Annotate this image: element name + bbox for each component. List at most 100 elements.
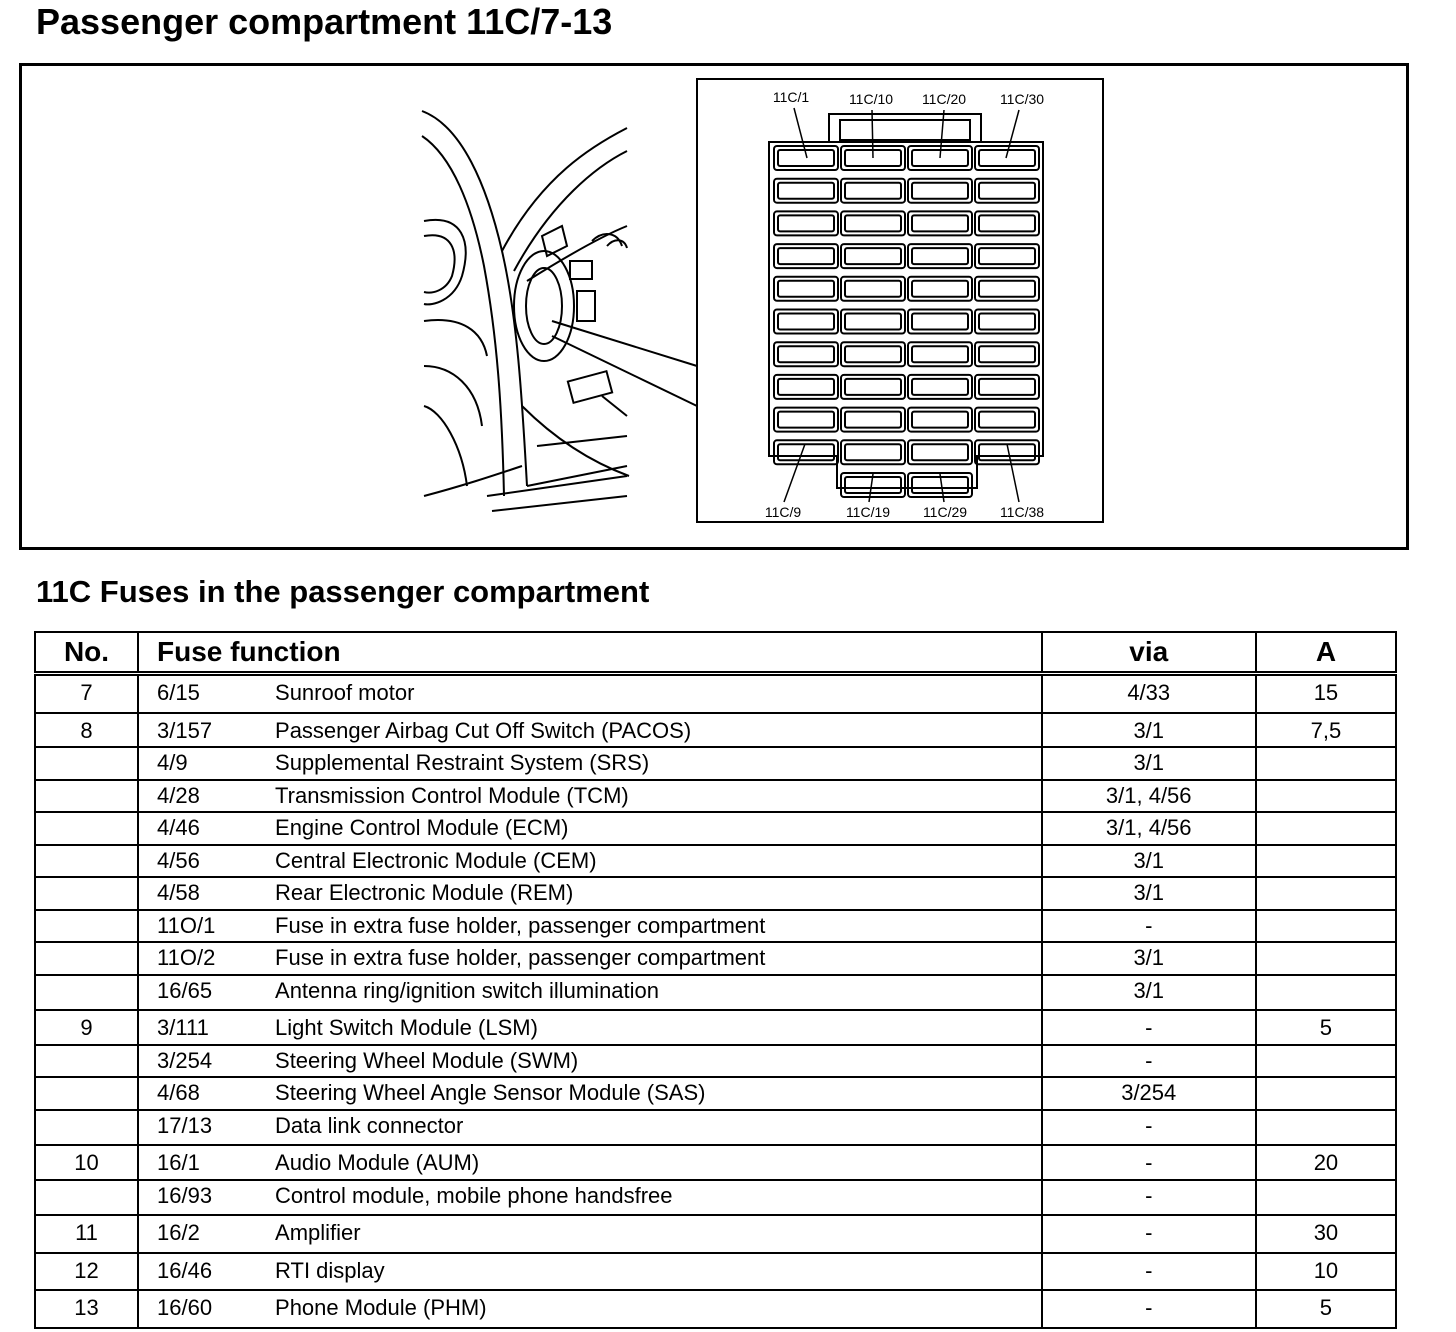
fuse-slot (907, 243, 973, 270)
via-value: - (1145, 912, 1153, 938)
label-11c-19: 11C/19 (846, 504, 890, 520)
fuse-slot (773, 373, 839, 400)
component-ref: 16/65 (157, 977, 213, 1003)
cell-via: 3/1 (1040, 712, 1257, 748)
component-ref: 16/93 (157, 1182, 213, 1208)
table-row: 16/65 Antenna ring/ignition switch illumi… (33, 974, 1398, 1011)
component-ref: 3/111 (157, 1015, 209, 1040)
fuse-slot (773, 275, 839, 302)
fuse-slot-inner (844, 247, 902, 266)
fuse-slot-inner (844, 443, 902, 462)
cell-amperage (1254, 1044, 1398, 1078)
fuse-slot (840, 210, 906, 237)
cell-via: 3/1, 4/56 (1040, 779, 1257, 813)
via-value: - (1145, 1257, 1153, 1283)
fuse-slot (773, 145, 839, 171)
cell-fuse-number (33, 779, 140, 813)
fuse-slot (974, 243, 1040, 270)
cell-amperage: 5 (1254, 1010, 1398, 1046)
header-fuse-function: Fuse function (137, 631, 1043, 676)
fuse-slot (907, 275, 973, 302)
fuse-slot (907, 439, 973, 466)
fuse-slot (974, 373, 1040, 400)
cell-fuse-function: 16/65 Antenna ring/ignition switch illumi… (137, 974, 1043, 1011)
cell-via: 3/1 (1040, 747, 1257, 781)
cell-amperage (1254, 779, 1398, 813)
via-value: - (1145, 1112, 1153, 1138)
fuse-slot-inner (978, 247, 1036, 266)
fuse-slot-inner (777, 247, 835, 266)
fuse-slot (773, 341, 839, 368)
cell-fuse-number: 9 (33, 1010, 140, 1046)
component-description: Engine Control Module (ECM) (275, 815, 569, 840)
label-leader-lines (783, 107, 1020, 503)
fuse-slot (840, 472, 906, 498)
fuse-slot-inner (777, 443, 835, 462)
via-value: 3/1 (1133, 945, 1165, 970)
car-interior-illustration (421, 110, 698, 512)
via-value: 3/1 (1133, 880, 1165, 905)
via-value: 3/1, 4/56 (1105, 782, 1192, 808)
section-title: 11C Fuses in the passenger compartment (36, 574, 650, 609)
component-description: Light Switch Module (LSM) (275, 1015, 538, 1040)
fuse-slot (773, 243, 839, 270)
cell-amperage (1254, 909, 1398, 943)
component-description: Data link connector (275, 1112, 464, 1138)
fuse-number: 13 (74, 1295, 99, 1320)
fuse-amperage: 15 (1313, 680, 1339, 705)
component-description: Fuse in extra fuse holder, passenger com… (275, 945, 766, 970)
fuse-slot (907, 472, 973, 498)
fuse-amperage: 5 (1319, 1295, 1333, 1320)
component-ref: 3/157 (157, 717, 213, 743)
cell-amperage: 15 (1254, 673, 1398, 714)
component-description: Steering Wheel Angle Sensor Module (SAS) (275, 1080, 706, 1105)
fuse-slot (907, 406, 973, 433)
cell-fuse-number: 10 (33, 1145, 140, 1181)
fuse-amperage: 7,5 (1310, 717, 1342, 743)
cell-fuse-number: 8 (33, 712, 140, 748)
fuse-number: 12 (74, 1257, 99, 1283)
fuse-slot (773, 439, 839, 466)
fuse-slot-inner (777, 149, 835, 167)
via-value: - (1145, 1150, 1153, 1175)
component-ref: 4/58 (157, 880, 200, 905)
fuse-slot-inner (911, 345, 969, 364)
component-description: Antenna ring/ignition switch illuminatio… (275, 977, 660, 1003)
fuse-amperage: 5 (1319, 1015, 1333, 1040)
fuse-amperage: 20 (1313, 1150, 1339, 1175)
cell-amperage (1254, 1179, 1398, 1216)
via-value: 3/1 (1133, 977, 1165, 1003)
fuse-slot-inner (777, 410, 835, 429)
cell-fuse-number: 12 (33, 1252, 140, 1291)
via-value: 3/1 (1133, 750, 1165, 775)
component-description: Amplifier (275, 1220, 361, 1245)
fuse-slot-inner (844, 345, 902, 364)
fuse-slot (773, 210, 839, 237)
fuse-slot (974, 275, 1040, 302)
component-ref: 17/13 (157, 1112, 213, 1138)
cell-via: - (1040, 1179, 1257, 1216)
cell-fuse-number (33, 877, 140, 911)
table-row: 17/13 Data link connector - (33, 1109, 1398, 1146)
cell-amperage (1254, 877, 1398, 911)
fuse-box-outline (768, 141, 1044, 489)
cell-via: 3/1 (1040, 942, 1257, 976)
header-via: via (1040, 631, 1257, 676)
fuse-slot-inner (844, 279, 902, 298)
component-description: Transmission Control Module (TCM) (275, 782, 629, 808)
label-11c-30: 11C/30 (1000, 91, 1044, 107)
fuse-slot (773, 177, 839, 204)
fuse-slot (840, 275, 906, 302)
fuse-amperage: 10 (1313, 1257, 1339, 1283)
fuse-slot-inner (911, 247, 969, 266)
cell-via: 4/33 (1040, 673, 1257, 714)
label-11c-29: 11C/29 (923, 504, 967, 520)
cell-via: 3/254 (1040, 1077, 1257, 1111)
component-ref: 16/1 (157, 1150, 200, 1175)
